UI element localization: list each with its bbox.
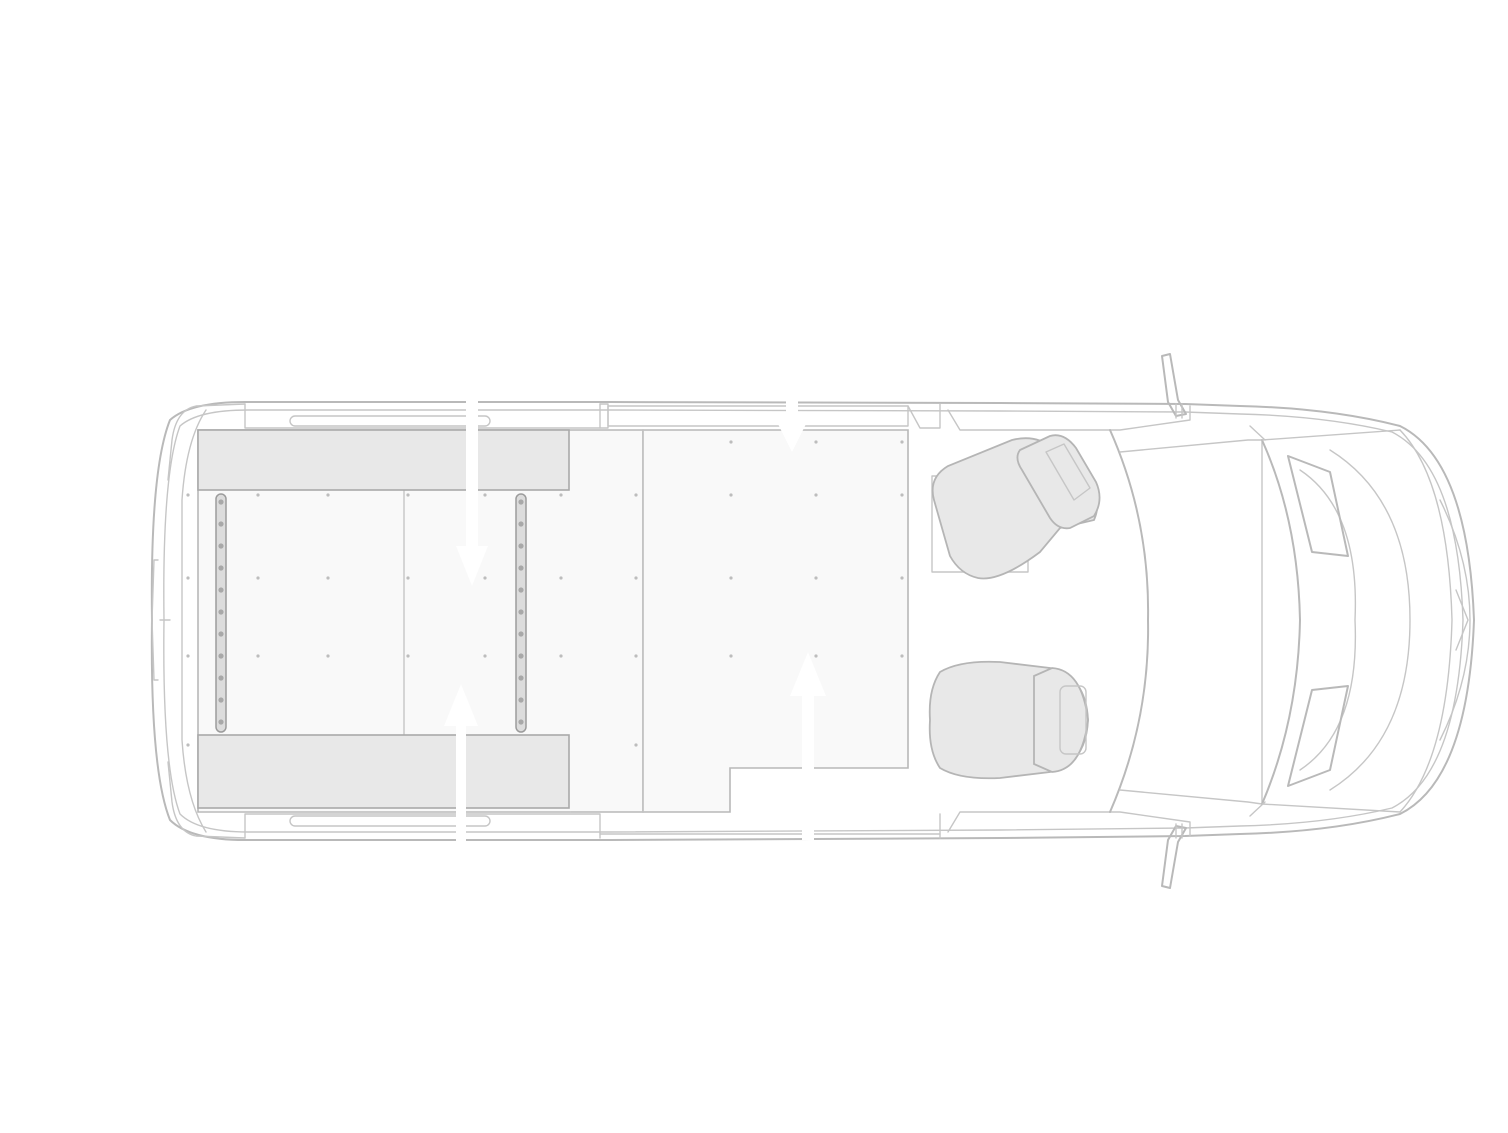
rail-stud (218, 653, 224, 659)
anchor-dot (406, 576, 410, 580)
anchor-dot (900, 440, 904, 444)
anchor-dot (814, 440, 818, 444)
anchor-dot (634, 654, 638, 658)
anchor-dot (256, 576, 260, 580)
anchor-dot (729, 654, 733, 658)
anchor-dot (900, 493, 904, 497)
rail-stud (518, 675, 524, 681)
van-body-outline (150, 401, 1475, 841)
rail-stud (218, 543, 224, 549)
sliding-door-arrow-icon-3 (778, 398, 806, 452)
cargo-floor (197, 429, 909, 813)
bench-top (197, 429, 570, 491)
anchor-dot (406, 493, 410, 497)
anchor-dot (729, 576, 733, 580)
driver-seat-icon (931, 434, 1101, 580)
anchor-dot (900, 654, 904, 658)
anchor-dot (814, 493, 818, 497)
rail-stud (218, 499, 224, 505)
anchor-dot (729, 440, 733, 444)
mirror-icon-top (1161, 353, 1187, 419)
sliding-door-arrow-icon-4 (790, 652, 826, 840)
rail-stud (518, 499, 524, 505)
rail-stud (518, 521, 524, 527)
anchor-dot (483, 654, 487, 658)
bench-bottom (197, 734, 570, 809)
rail-stud (518, 719, 524, 725)
passenger-seat-icon (928, 660, 1089, 780)
rail-stud (518, 697, 524, 703)
anchor-dot (559, 576, 563, 580)
rail-stud (518, 543, 524, 549)
anchor-dot (186, 576, 190, 580)
rail-stud (218, 587, 224, 593)
anchor-dot (559, 654, 563, 658)
rail-stud (218, 521, 224, 527)
anchor-dot (326, 576, 330, 580)
rail-stud (518, 609, 524, 615)
sliding-door-arrow-icon-1 (456, 398, 488, 586)
anchor-dot (634, 743, 638, 747)
anchor-dot (186, 654, 190, 658)
rail-stud (218, 675, 224, 681)
anchor-dot (256, 493, 260, 497)
sliding-door-arrow-icon-2 (444, 684, 478, 848)
anchor-dot (326, 493, 330, 497)
rail-stud (218, 565, 224, 571)
anchor-dot (729, 493, 733, 497)
rail-stud (218, 631, 224, 637)
rail-stud (218, 719, 224, 725)
anchor-dot (483, 576, 487, 580)
mirror-icon-bottom (1161, 823, 1187, 889)
anchor-dot (326, 654, 330, 658)
anchor-dot (634, 576, 638, 580)
rail-stud (218, 609, 224, 615)
anchor-dot (406, 654, 410, 658)
cab-outline (1109, 425, 1471, 817)
floor-rail-right (515, 493, 527, 733)
rail-stud (518, 587, 524, 593)
anchor-dot (483, 493, 487, 497)
rail-stud (518, 653, 524, 659)
anchor-dot (814, 576, 818, 580)
rail-stud (218, 697, 224, 703)
anchor-dot (559, 493, 563, 497)
anchor-dot (256, 654, 260, 658)
anchor-dot (186, 493, 190, 497)
rail-stud (518, 565, 524, 571)
anchor-dot (186, 743, 190, 747)
rail-stud (518, 631, 524, 637)
anchor-dot (634, 493, 638, 497)
floor-rail-left (215, 493, 227, 733)
anchor-dot (814, 654, 818, 658)
anchor-dot (900, 576, 904, 580)
